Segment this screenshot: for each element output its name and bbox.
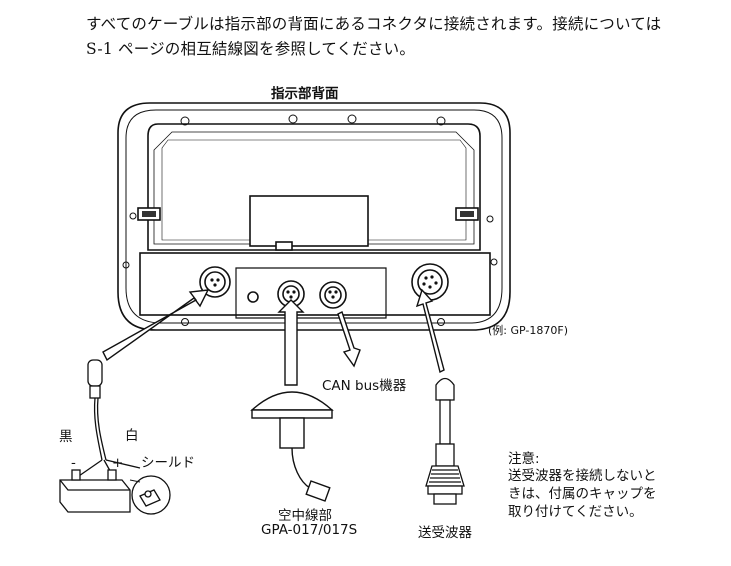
shield-clamp-detail [131,475,171,515]
battery [59,469,131,513]
transducer-thread [429,469,461,483]
can-bus-label: CAN bus機器 [322,378,407,394]
gps-antenna [250,391,334,502]
plus-terminal-label: + [112,455,124,471]
display-unit-housing [117,102,511,331]
note-line-2: きは、付属のキャップを [508,486,657,502]
example-model: (例: GP-1870F) [488,324,568,337]
white-wire-label: 白 [125,428,139,444]
panel-title: 指示部背面 [271,86,339,102]
antenna-model: GPA-017/017S [261,522,358,538]
transducer-arrow [415,288,445,374]
black-wire-label: 黒 [59,429,73,445]
connection-arrows [102,288,445,386]
transducer-label: 送受波器 [418,525,472,541]
power-arrow [102,289,210,362]
note-title: 注意: [508,451,540,467]
shield-label: シールド [141,455,195,471]
note-line-1: 送受波器を接続しないと [508,468,657,484]
antenna-arrow [277,299,305,386]
intro-line-2: S-1 ページの相互結線図を参照してください。 [86,40,416,58]
can-bus-arrow [337,311,361,368]
intro-line-1: すべてのケーブルは指示部の背面にあるコネクタに接続されます。接続については [86,15,662,33]
power-cable [75,359,141,479]
minus-terminal-label: - [71,455,76,471]
antenna-name: 空中線部 [278,508,332,524]
connector-pins [210,275,438,299]
note-line-3: 取り付けてください。 [508,504,643,520]
transducer-drawing [425,377,465,505]
